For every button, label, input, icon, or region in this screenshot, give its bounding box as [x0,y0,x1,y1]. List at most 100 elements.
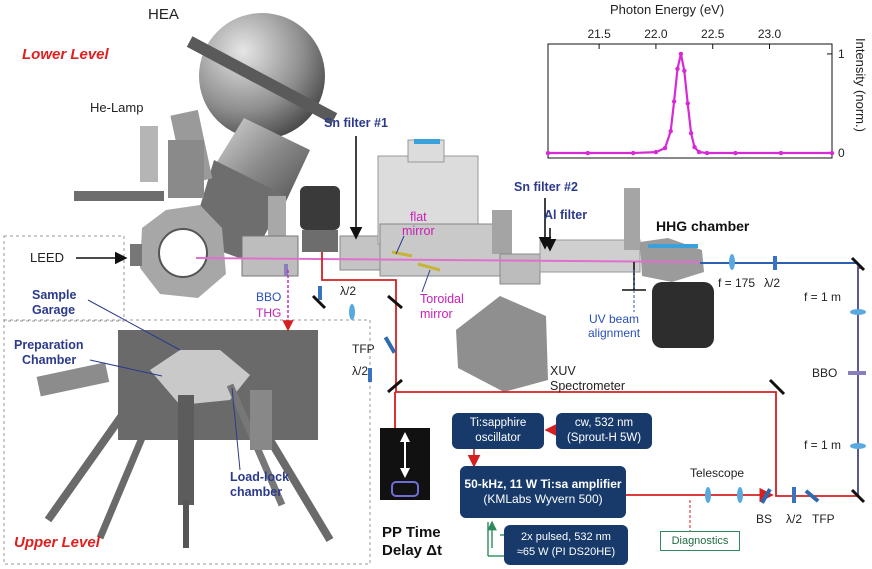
x-tick-label: 22.0 [644,27,668,41]
tfp-bottom-label: TFP [812,512,835,526]
sample-garage-line1: Sample [32,288,77,302]
oscillator-line2: oscillator [475,432,521,444]
oscillator-line1: Ti:sapphire [469,417,527,429]
lambda2-left-label: λ/2 [340,284,357,298]
xuv-beam [195,257,701,263]
pp-delay-line2: Delay Δt [382,542,442,559]
x-tick-label: 21.5 [587,27,611,41]
spectrum-point [682,68,687,73]
pointer-arrows [76,136,646,291]
bs-label: BS [756,512,773,526]
uv-alignment-label: UV beam alignment [588,312,640,340]
chart-ylabel: Intensity (norm.) [853,38,868,132]
cw-box: cw, 532 nm (Sprout-H 5W) [556,413,652,449]
optics [284,254,866,504]
load-lock-line2: chamber [230,485,283,499]
diagnostics-box: Diagnostics [660,531,740,551]
spectrum-point [671,99,677,104]
beamline-chambers [241,139,714,392]
spectrum-point [692,144,697,150]
upper-level-label: Upper Level [14,534,100,551]
flat-line1: flat [409,210,427,224]
he-lamp-label: He-Lamp [90,100,144,115]
x-tick-label: 22.5 [701,27,725,41]
pulsed-box: 2x pulsed, 532 nm ≈65 W (PI DS20HE) [504,525,628,565]
sample-garage-line2: Garage [32,303,76,317]
pulsed-line1: 2x pulsed, 532 nm [521,531,611,543]
sample-garage-label: Sample Garage [32,288,76,318]
leed-dashed-frame [3,235,125,322]
leed-label: LEED [30,250,64,265]
spectrum-point [631,150,636,156]
spectrum-point [696,149,702,155]
cw-line2: (Sprout-H 5W) [566,432,642,444]
hea-label: HEA [148,6,179,23]
f175-label: f = 175 [718,276,756,290]
uv-line1: UV beam [589,312,640,326]
pulsed-line2: ≈65 W (PI DS20HE) [516,546,616,558]
chart-frame [547,43,833,159]
al-filter-label: Al filter [544,208,588,222]
spectrum-point [675,66,680,71]
prep-chamber-line2: Chamber [22,353,77,367]
telescope-label: Telescope [690,466,745,480]
hhg-chamber-label: HHG chamber [656,218,750,234]
f1m-top-label: f = 1 m [804,290,842,304]
series-group [545,51,835,156]
x-tick-label: 23.0 [758,27,782,41]
chart-xlabel: Photon Energy (eV) [610,2,725,17]
flat-line2: mirror [402,224,435,238]
amplifier-box: 50-kHz, 11 W Ti:sa amplifier (KMLabs Wyv… [460,466,626,518]
pp-delay-line1: PP Time [382,524,441,541]
x-ticks: 21.5 22.0 22.5 23.0 [587,27,782,49]
f1m-bottom-label: f = 1 m [804,438,842,452]
spectrum-point [704,150,710,156]
lower-level-label: Lower Level [22,46,109,63]
spectrum-point [685,101,690,106]
y-tick-label: 0 [838,146,845,160]
bbo-right-label: BBO [812,366,838,380]
he-lamp [74,126,204,201]
amplifier-line1: 50-kHz, 11 W Ti:sa amplifier [464,477,622,491]
callout-lines [87,235,431,471]
xuv-spectrometer-label: XUV Spectrometer [550,364,625,394]
spectrum-point [653,149,659,155]
mirrors [311,250,866,504]
toroidal-line1: Toroidal [420,292,464,306]
spectrum-point [688,131,694,136]
uv-line2: alignment [588,326,641,340]
upper-level-apparatus [36,330,334,548]
spectrum-point [778,150,784,156]
xuv-line2: Spectrometer [550,379,626,393]
sn-filter-1-label: Sn filter #1 [324,116,388,130]
hea-analyzer [170,13,338,262]
flat-mirror-label: flat mirror [402,210,435,238]
lower-chamber [130,205,226,298]
spectrum-point [829,150,835,156]
cw-line1: cw, 532 nm [574,417,634,429]
load-lock-line1: Load-lock [230,470,290,484]
amplifier-line2: (KMLabs Wyvern 500) [483,492,603,506]
spectrum-point [668,129,673,134]
spectrum-point [733,150,738,156]
toroidal-line2: mirror [420,307,453,321]
bbo-left-label: BBO [256,290,282,304]
lambda2-right-label: λ/2 [764,276,781,290]
pp-delay-label: PP Time Delay Δt [382,524,442,560]
prep-chamber-label: Preparation Chamber [14,338,83,368]
tfp-left-label: TFP [352,342,375,356]
spectrum-point [678,51,684,57]
spectrum-point [662,145,668,151]
toroidal-mirror-label: Toroidal mirror [420,292,464,322]
spectrum-point [545,150,551,156]
prep-chamber-line1: Preparation [14,338,84,352]
green-connectors [487,520,504,557]
load-lock-label: Load-lock chamber [230,470,289,500]
sn-filter-2-label: Sn filter #2 [514,180,578,194]
xuv-line1: XUV [550,364,576,378]
pp-delay-stage [380,428,430,500]
upper-level-frame [3,319,371,565]
thg-label: THG [256,306,282,320]
